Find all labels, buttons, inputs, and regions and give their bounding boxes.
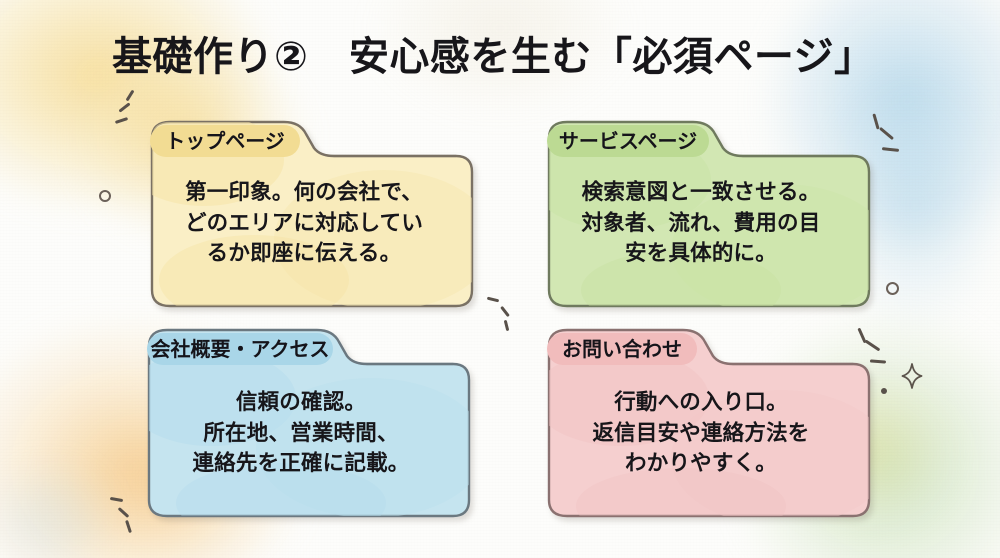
sparkle-dashes-mid-gap (486, 296, 527, 336)
card-company-access[interactable]: 会社概要・アクセス 信頼の確認。 所在地、営業時間、 連絡先を正確に記載。 (131, 328, 471, 518)
card-tab-label-service-page: サービスページ (547, 125, 709, 157)
sparkle-dot (881, 388, 887, 394)
card-tab-label-company-access: 会社概要・アクセス (147, 333, 333, 365)
card-body-company-access: 信頼の確認。 所在地、営業時間、 連絡先を正確に記載。 (192, 390, 410, 477)
card-contact[interactable]: お問い合わせ 行動への入り口。 返信目安や連絡方法を わかりやすく。 (531, 328, 871, 518)
card-tab-label-top-page: トップページ (150, 125, 300, 157)
card-top-page[interactable]: トップページ 第一印象。何の会社で、 どのエリアに対応してい るか即座に伝える。 (134, 120, 474, 308)
folder-shape-company-access (131, 328, 471, 518)
card-body-top-page: 第一印象。何の会社で、 どのエリアに対応してい るか即座に伝える。 (184, 180, 424, 267)
watercolor-wash-bottom-left-edge (0, 438, 140, 558)
card-service-page[interactable]: サービスページ 検索意図と一致させる。 対象者、流れ、費用の目 安を具体的に。 (531, 120, 871, 308)
sparkle-ring-right (886, 282, 899, 295)
card-tab-label-contact: お問い合わせ (547, 333, 697, 365)
card-body-contact: 行動への入り口。 返信目安や連絡方法を わかりやすく。 (592, 390, 810, 477)
card-body-service-page: 検索意図と一致させる。 対象者、流れ、費用の目 安を具体的に。 (581, 180, 821, 267)
folder-shape-contact (531, 328, 871, 518)
folder-shape-service-page (531, 120, 871, 308)
page-title: 基礎作り② 安心感を生む「必須ページ」 (112, 34, 875, 80)
sparkle-star-icon (901, 363, 923, 389)
sparkle-ring-left (99, 190, 111, 202)
